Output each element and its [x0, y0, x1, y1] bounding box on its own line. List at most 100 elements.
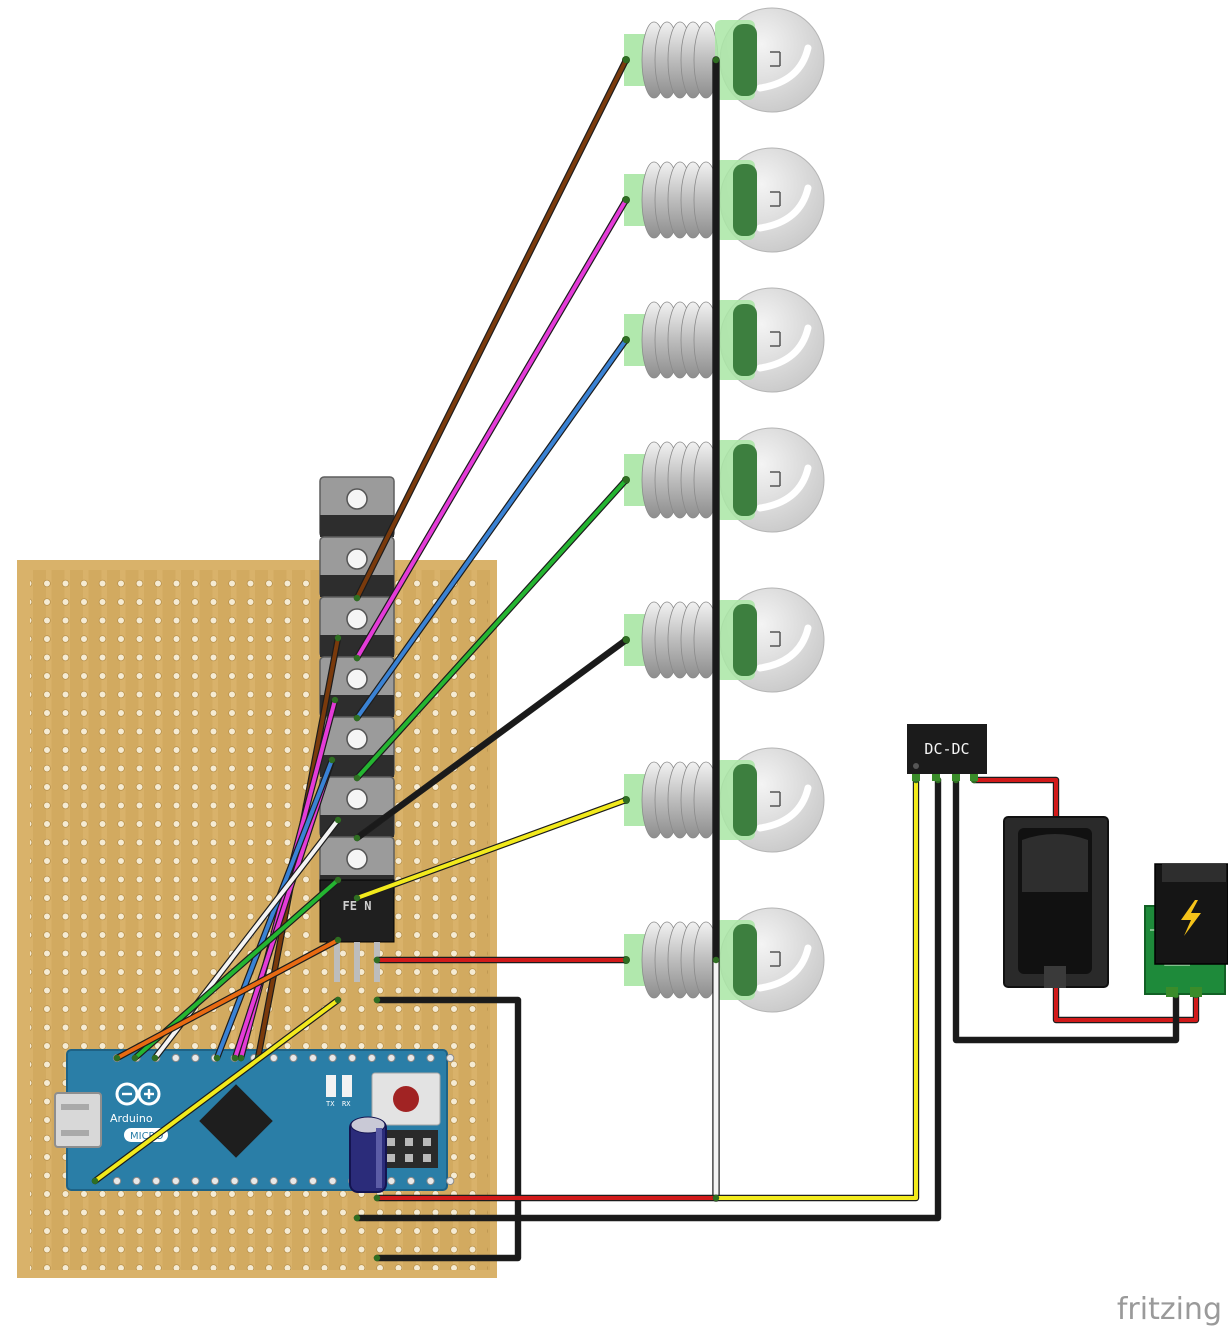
wire-end — [622, 476, 630, 484]
bulb-base — [733, 24, 757, 96]
microcontroller-chip — [199, 1084, 273, 1158]
header-pin — [426, 1176, 435, 1186]
mosfet — [319, 656, 395, 718]
header-pin — [171, 1176, 180, 1186]
wire-power-red — [373, 1194, 720, 1202]
wire-end — [231, 1054, 239, 1062]
mosfet-hole — [346, 848, 368, 870]
arduino-logo-icon — [115, 1082, 161, 1106]
wire-drain-brown — [353, 56, 630, 602]
header-pin — [289, 1176, 298, 1186]
mosfet-body — [320, 515, 394, 537]
bulb-filament — [770, 51, 781, 67]
wire-drain-black — [353, 636, 630, 842]
header-pin — [328, 1053, 337, 1063]
mosfet-hole — [346, 728, 368, 750]
mosfet-body — [320, 575, 394, 597]
wire-power-yellow — [712, 776, 920, 1202]
bulb-filament — [770, 331, 781, 347]
dcdc-module: DC-DC — [907, 724, 987, 781]
wire-end — [91, 1177, 99, 1185]
wire-drain-blue — [353, 336, 630, 722]
bulb-filament — [770, 631, 781, 647]
wire-end — [622, 796, 630, 804]
bulb-filament — [770, 951, 781, 967]
header-pin — [289, 1053, 298, 1063]
wire-end — [712, 56, 720, 64]
wire-end — [373, 1194, 381, 1202]
usb-port[interactable] — [54, 1092, 102, 1148]
bulb-highlight — [756, 44, 812, 92]
light-bulb — [622, 147, 825, 253]
wire-end — [622, 956, 630, 964]
wire-bulb-common-white — [712, 956, 720, 1202]
wire-gate-blue — [213, 756, 336, 1062]
wire-end — [353, 834, 361, 842]
mosfet — [319, 596, 395, 658]
mosfet-hole — [346, 548, 368, 570]
bulb-highlight — [756, 944, 812, 992]
rx-label: RX — [342, 1100, 351, 1108]
wire-end — [131, 1054, 139, 1062]
header-pin — [210, 1176, 220, 1186]
bottom-pin-row — [112, 1176, 455, 1186]
wire-end — [373, 996, 381, 1004]
wire-end — [353, 774, 361, 782]
mosfet-leg — [334, 942, 340, 982]
bulb-filament — [770, 791, 781, 807]
bulb-filament — [770, 471, 781, 487]
light-bulb — [622, 287, 825, 393]
icsp-pin — [387, 1138, 395, 1146]
wire-end — [213, 1054, 221, 1062]
header-pin — [446, 1176, 455, 1186]
bulb-highlight — [756, 324, 812, 372]
bulb-highlight — [756, 464, 812, 512]
icsp-pin — [387, 1154, 395, 1162]
icsp-pin — [423, 1138, 431, 1146]
wire-ground-loop — [373, 996, 522, 1262]
wire-end — [353, 654, 361, 662]
bulb-filament — [770, 191, 781, 207]
header-pin — [250, 1176, 259, 1186]
wire-end — [622, 196, 630, 204]
wire-signal-yellow — [91, 996, 342, 1185]
light-bulb — [622, 427, 825, 533]
wire-drain-red — [373, 956, 630, 964]
header-pin — [269, 1176, 278, 1186]
wire-end — [353, 594, 361, 602]
wire-end — [373, 1254, 381, 1262]
header-pin — [171, 1053, 180, 1063]
light-bulb — [622, 907, 825, 1013]
wire-end — [622, 636, 630, 644]
bulb-column — [622, 7, 825, 1013]
light-bulb — [622, 7, 825, 113]
wire-bulb-common-black — [712, 56, 720, 964]
fritzing-watermark: fritzing — [1116, 1292, 1222, 1327]
wire-end — [237, 1054, 245, 1062]
header-pin — [446, 1053, 455, 1063]
header-pin — [348, 1053, 357, 1063]
mosfet — [319, 536, 395, 598]
mosfet-hole — [346, 668, 368, 690]
wire-end — [113, 1054, 121, 1062]
wire-end — [353, 1214, 361, 1222]
icsp-header — [380, 1130, 438, 1168]
rx-led — [342, 1075, 352, 1097]
header-pin — [112, 1176, 122, 1186]
wire-end — [334, 876, 342, 884]
barrel-jack — [1144, 863, 1228, 997]
bulb-base — [733, 924, 757, 996]
reset-button-cap[interactable] — [393, 1086, 419, 1112]
dcdc-label: DC-DC — [924, 740, 969, 758]
header-pin — [387, 1176, 396, 1186]
mosfet — [319, 476, 395, 538]
rocker-switch[interactable] — [1003, 816, 1109, 988]
arduino-logo-text: Arduino — [110, 1112, 153, 1125]
power-bolt-icon — [1181, 900, 1201, 936]
header-pin — [328, 1176, 337, 1186]
bulb-highlight — [756, 184, 812, 232]
header-pin — [132, 1176, 141, 1186]
bulb-highlight — [756, 784, 812, 832]
tx-led — [326, 1075, 336, 1097]
